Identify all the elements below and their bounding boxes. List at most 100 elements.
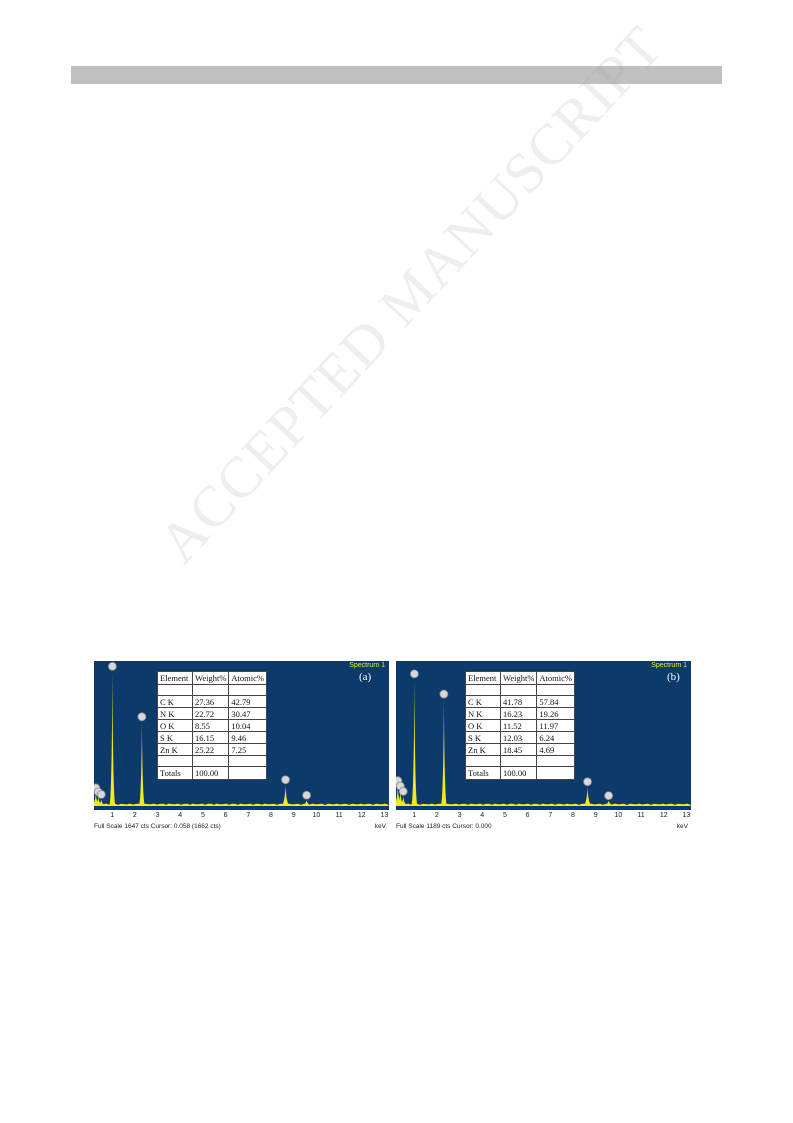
peak-marker (604, 791, 614, 801)
table-row: O K 11.52 11.97 (465, 719, 575, 732)
table-row: C K 27.36 42.79 (157, 695, 267, 708)
tick-label: 11 (637, 812, 645, 819)
cell-totals-value: 100.00 (499, 766, 538, 780)
cell-weight: 11.52 (499, 719, 538, 732)
tick-label: 2 (132, 812, 137, 819)
cell-atomic: 42.79 (228, 695, 267, 708)
tick-label: 9 (291, 812, 296, 819)
tick-label: 13 (682, 812, 691, 819)
cell-totals-label: Totals (465, 766, 501, 780)
spectrum-label: Spectrum 1 (651, 662, 687, 669)
cell-atomic: 30.47 (228, 707, 267, 720)
eds-panel-a: Spectrum 1 (a) Element Weight% Atomic% C… (94, 661, 389, 833)
axis-unit: keV (374, 823, 386, 830)
spectrum-baseline (94, 803, 389, 806)
tick-label: 8 (571, 812, 575, 819)
table-totals-row: Totals 100.00 (157, 766, 267, 780)
watermark: ACCEPTED MANUSCRIPT (145, 13, 676, 576)
col-header-weight: Weight% (499, 671, 538, 685)
eds-spectrum-plot-b: Spectrum 1 (b) Element Weight% Atomic% C… (396, 661, 691, 810)
scale-footer: Full Scale 1189 cts Cursor: 0.000 (396, 823, 492, 830)
spectrum-peak (396, 791, 405, 806)
spectrum-peak (398, 796, 408, 806)
composition-table: Element Weight% Atomic% C K 27.36 42.79 … (157, 671, 267, 780)
cell-element: N K (465, 707, 501, 720)
panel-label: (b) (667, 671, 680, 683)
cell-element: O K (465, 719, 501, 732)
tick-label: 12 (659, 812, 668, 819)
cell-atomic: 4.69 (536, 743, 575, 756)
tick-label: 3 (155, 812, 160, 819)
peak-marker (137, 712, 147, 722)
spectrum-peak (94, 797, 103, 806)
cell-atomic: 57.84 (536, 695, 575, 708)
table-row: Zn K 18.45 4.69 (465, 743, 575, 756)
cell-totals-label: Totals (157, 766, 193, 780)
tick-label: 8 (269, 812, 273, 819)
tick-label: 4 (178, 812, 183, 819)
tick-label: 5 (200, 812, 205, 819)
table-row: N K 16.23 19.26 (465, 707, 575, 720)
cell-weight: 25.22 (191, 743, 230, 756)
spectrum-peak (604, 800, 614, 806)
peak-marker (107, 661, 117, 671)
table-spacer-row (465, 755, 575, 767)
cell-weight: 41.78 (499, 695, 538, 708)
spectrum-baseline (396, 803, 691, 806)
cell-weight: 22.72 (191, 707, 230, 720)
peak-marker (96, 790, 106, 799)
cell-element: Zn K (157, 743, 193, 756)
eds-spectrum-plot-a: Spectrum 1 (a) Element Weight% Atomic% C… (94, 661, 389, 810)
spectrum-peak (94, 792, 101, 806)
tick-label: 6 (223, 812, 228, 819)
cell-weight: 16.15 (191, 731, 230, 744)
peak-marker (409, 669, 419, 679)
peak-marker (583, 777, 592, 787)
cell-weight: 27.36 (191, 695, 230, 708)
col-header-element: Element (157, 671, 193, 685)
spectrum-peak (411, 678, 418, 806)
peak-marker (302, 790, 312, 800)
cell-weight: 8.55 (191, 719, 230, 732)
table-spacer-row (465, 684, 575, 696)
col-header-element: Element (465, 671, 501, 685)
tick-label: 11 (335, 812, 343, 819)
spectrum-peak (302, 800, 312, 806)
tick-label: 9 (593, 812, 598, 819)
cell-element: C K (465, 695, 501, 708)
tick-label: 13 (380, 812, 389, 819)
cell-atomic: 19.26 (536, 707, 575, 720)
peak-marker (398, 786, 408, 796)
tick-label: 1 (110, 812, 115, 819)
scale-footer: Full Scale 1647 cts Cursor: 0.058 (1662 … (94, 823, 221, 830)
cell-element: Zn K (465, 743, 501, 756)
cell-atomic: 7.25 (228, 743, 267, 756)
spectrum-svg-a (94, 661, 389, 806)
tick-label: 3 (457, 812, 462, 819)
cell-element: C K (157, 695, 193, 708)
tick-label: 2 (434, 812, 439, 819)
table-row: Zn K 25.22 7.25 (157, 743, 267, 756)
spectrum-peak (138, 721, 146, 806)
peak-marker (439, 689, 449, 699)
col-header-atomic: Atomic% (536, 671, 575, 685)
cell-weight: 18.45 (499, 743, 538, 756)
table-totals-row: Totals 100.00 (465, 766, 575, 780)
spectrum-svg-b (396, 669, 691, 806)
col-header-weight: Weight% (191, 671, 230, 685)
table-spacer-row (157, 684, 267, 696)
table-row: N K 22.72 30.47 (157, 707, 267, 720)
cell-atomic: 6.24 (536, 731, 575, 744)
spectrum-peak (96, 799, 106, 806)
composition-table: Element Weight% Atomic% C K 41.78 57.84 … (465, 671, 575, 780)
cell-atomic: 11.97 (536, 719, 575, 732)
tick-label: 1 (412, 812, 417, 819)
tick-label: 10 (312, 812, 321, 819)
header-bar (71, 66, 722, 84)
table-row: C K 41.78 57.84 (465, 695, 575, 708)
tick-label: 12 (357, 812, 366, 819)
tick-label: 10 (614, 812, 623, 819)
tick-label: 7 (246, 812, 251, 819)
